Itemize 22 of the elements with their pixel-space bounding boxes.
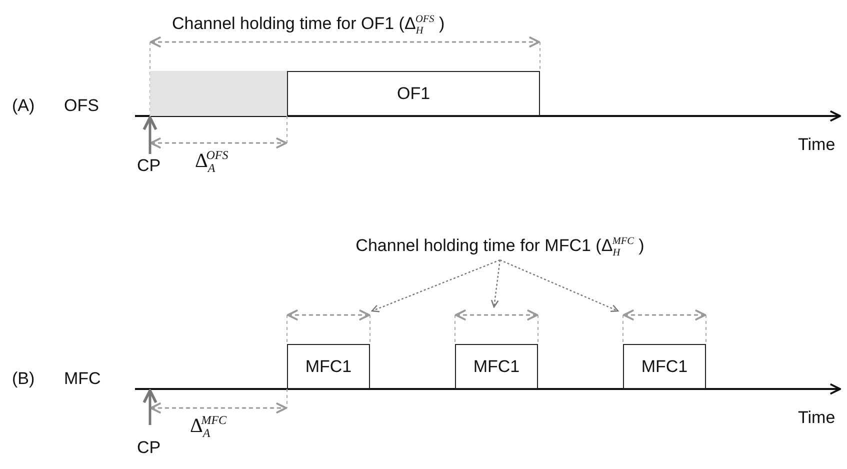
axis-label: CP xyxy=(137,438,161,458)
annotation-text: Channel holding time for MFC1 (Δ$_{H}$$^{MFC}$ ) xyxy=(330,232,670,260)
time-slot-box xyxy=(287,71,540,116)
slot-label: OF1 xyxy=(396,84,430,104)
axis-label: CP xyxy=(137,156,161,176)
axis-label: Time xyxy=(798,135,836,155)
waiting-period-box xyxy=(150,71,287,116)
slot-label: MFC1 xyxy=(473,356,520,376)
leader-line xyxy=(500,259,619,312)
slot-label: MFC1 xyxy=(305,356,352,376)
time-slot-box xyxy=(623,344,706,389)
axis-label: Channel holding time for OF1 (Δ$_{H}$$^{OFS}$ ) xyxy=(172,14,445,34)
axis-label: (A) xyxy=(12,96,35,116)
leader-line xyxy=(371,259,500,312)
axis-label: MFC xyxy=(64,369,101,389)
slot-label: MFC1 xyxy=(641,356,688,376)
leader-line xyxy=(490,260,501,308)
axis-label: OFS xyxy=(64,96,99,116)
axis-label: Time xyxy=(798,408,836,428)
time-slot-box xyxy=(455,344,538,389)
axis-label: (B) xyxy=(12,369,35,389)
time-slot-box xyxy=(287,344,370,389)
